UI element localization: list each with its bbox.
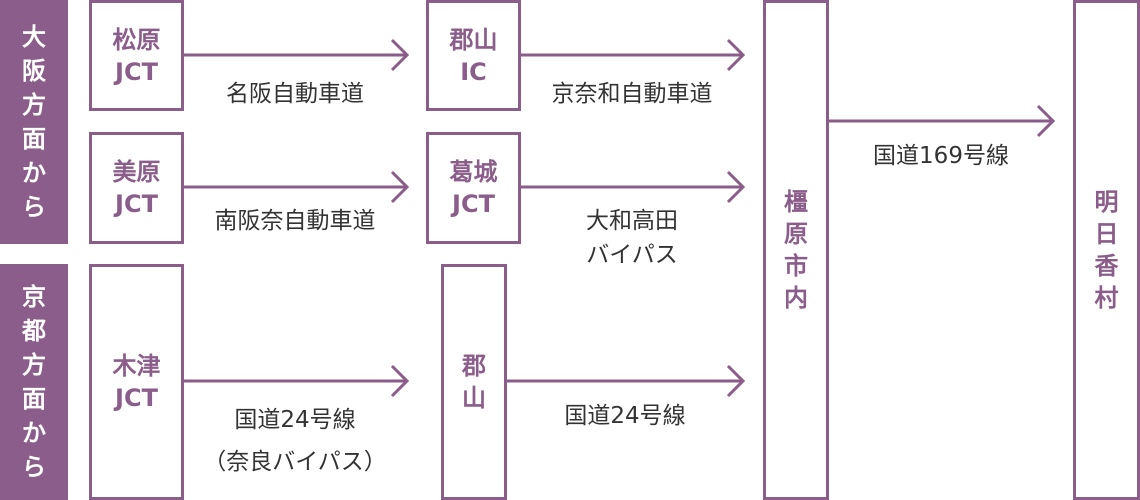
node-koriyama-ic-type: IC bbox=[460, 57, 487, 86]
vertical-char: ら bbox=[22, 453, 46, 481]
route-label-route24: 国道24号線 bbox=[507, 399, 743, 433]
node-mihara-name: 美原 bbox=[112, 158, 161, 186]
vertical-char: 方 bbox=[22, 91, 46, 119]
vertical-char: 橿 bbox=[784, 188, 808, 216]
route-label-route169-text: 国道169号線 bbox=[873, 143, 1009, 169]
vertical-char: ら bbox=[22, 193, 46, 221]
node-matsubara-jct: 松原 JCT bbox=[89, 0, 184, 111]
node-mihara-jct: 美原 JCT bbox=[89, 132, 184, 244]
route-label-minami-hanna-text: 南阪奈自動車道 bbox=[214, 208, 376, 234]
vertical-char: 郡 bbox=[462, 352, 486, 380]
route-label-route24-text: 国道24号線 bbox=[564, 403, 686, 429]
node-mihara-type: JCT bbox=[115, 190, 158, 218]
arrow-matsubara-to-koriyama-ic bbox=[183, 38, 410, 72]
route-label-yamato-takada-line2: バイパス bbox=[586, 242, 678, 268]
node-katsuragi-type: JCT bbox=[452, 190, 495, 218]
node-katsuragi-name: 葛城 bbox=[449, 158, 498, 186]
node-kizu-name: 木津 bbox=[112, 352, 161, 380]
node-kizu-type: JCT bbox=[115, 384, 158, 412]
node-katsuragi-jct: 葛城 JCT bbox=[426, 132, 521, 244]
vertical-char: 都 bbox=[22, 317, 46, 345]
vertical-char: 山 bbox=[462, 384, 486, 412]
vertical-char: か bbox=[22, 159, 46, 187]
vertical-char: 村 bbox=[1094, 284, 1119, 312]
node-asuka-village: 明日香村 bbox=[1073, 0, 1140, 500]
arrow-katsuragi-to-kashihara bbox=[520, 170, 746, 204]
node-koriyama-ic-name: 郡山 bbox=[449, 25, 498, 54]
route-label-meihan: 名阪自動車道 bbox=[184, 77, 406, 111]
node-koriyama-ic: 郡山 IC bbox=[426, 0, 521, 111]
arrow-kashihara-to-asuka bbox=[828, 104, 1056, 138]
vertical-char: 原 bbox=[784, 220, 808, 248]
vertical-char: 日 bbox=[1094, 220, 1119, 248]
side-label-kyoto: 京都方面から bbox=[0, 264, 68, 500]
vertical-char: 面 bbox=[22, 125, 46, 153]
route-label-route24-nara-bypass: 国道24号線 （奈良バイパス） bbox=[184, 399, 406, 483]
vertical-char: 内 bbox=[784, 284, 808, 312]
route-label-route24-line1: 国道24号線 bbox=[234, 407, 356, 433]
arrow-koriyama-ic-to-kashihara bbox=[520, 38, 746, 72]
route-label-yamato-takada-line1: 大和高田 bbox=[586, 208, 678, 234]
vertical-char: 市 bbox=[784, 252, 808, 280]
vertical-char: 明 bbox=[1094, 188, 1119, 216]
route-label-route169: 国道169号線 bbox=[829, 139, 1053, 173]
route-label-keinawa-text: 京奈和自動車道 bbox=[551, 81, 713, 107]
node-kizu-jct: 木津 JCT bbox=[89, 264, 184, 500]
route-label-keinawa: 京奈和自動車道 bbox=[521, 77, 743, 111]
vertical-char: 大 bbox=[22, 23, 46, 51]
route-label-meihan-text: 名阪自動車道 bbox=[226, 81, 364, 107]
node-matsubara-type: JCT bbox=[115, 57, 158, 86]
node-koriyama: 郡山 bbox=[441, 264, 507, 500]
node-matsubara-name: 松原 bbox=[112, 25, 161, 54]
route-label-yamato-takada-bypass: 大和高田 バイパス bbox=[521, 204, 743, 272]
arrow-mihara-to-katsuragi bbox=[183, 170, 410, 204]
vertical-char: 京 bbox=[22, 283, 46, 311]
vertical-char: 香 bbox=[1094, 252, 1119, 280]
route-label-route24-line2: （奈良バイパス） bbox=[203, 449, 387, 475]
vertical-char: 面 bbox=[22, 385, 46, 413]
vertical-char: か bbox=[22, 419, 46, 447]
node-kashihara-city: 橿原市内 bbox=[763, 0, 829, 500]
arrow-koriyama-to-kashihara bbox=[506, 364, 746, 398]
arrow-kizu-to-koriyama bbox=[183, 364, 410, 398]
vertical-char: 方 bbox=[22, 351, 46, 379]
vertical-char: 阪 bbox=[22, 57, 46, 85]
side-label-osaka: 大阪方面から bbox=[0, 0, 68, 244]
route-label-minami-hanna: 南阪奈自動車道 bbox=[184, 204, 406, 238]
